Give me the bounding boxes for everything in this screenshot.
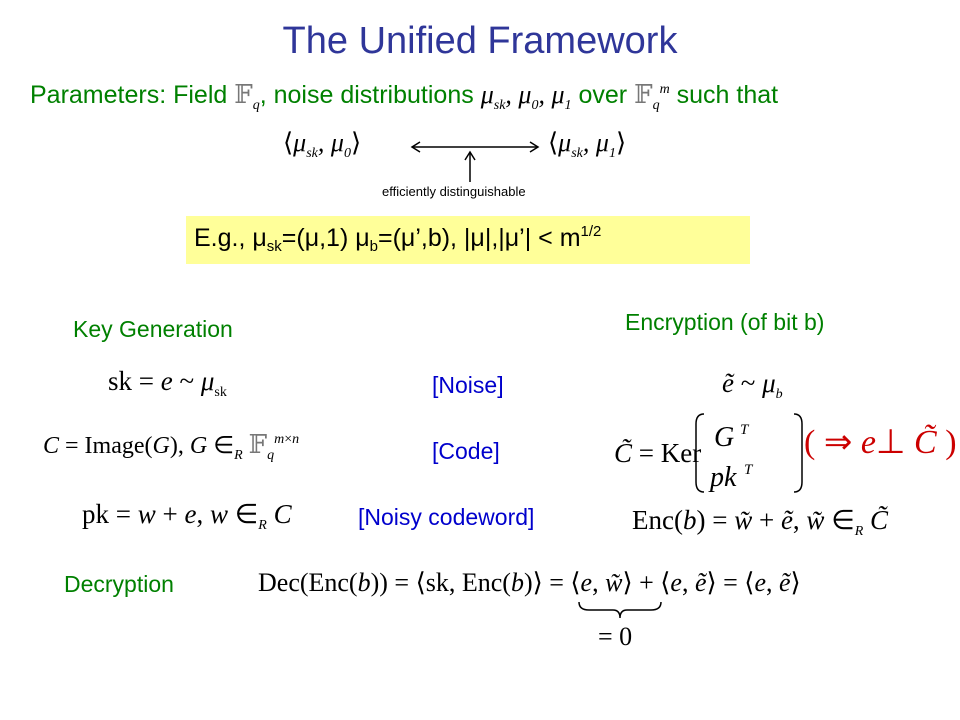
decryption-header: Decryption xyxy=(64,571,174,597)
code-label: [Code] xyxy=(432,438,500,464)
decryption-equation: Dec(Enc(b)) = ⟨sk, Enc(b)⟩ = ⟨e, w̃⟩ + ⟨… xyxy=(258,568,801,597)
parameters-mid: , noise distributions xyxy=(259,81,474,109)
encryption-header: Encryption (of bit b) xyxy=(625,309,825,335)
implication-orthogonal: ( ⇒ e⊥ C̃ ) xyxy=(804,424,957,461)
svg-text:G: G xyxy=(714,422,734,453)
parameters-prefix: Parameters: Field xyxy=(30,81,228,109)
parameters-suffix: such that xyxy=(676,81,779,109)
encryption-code-equation: C̃ = Ker xyxy=(614,438,702,468)
noise-label: [Noise] xyxy=(432,372,504,398)
parameters-over: over xyxy=(578,81,628,109)
example-highlight xyxy=(186,216,750,264)
field-power-symbol: 𝔽qm xyxy=(634,80,670,113)
encryption-kernel-matrix: G T pk T xyxy=(695,413,803,493)
page-title: The Unified Framework xyxy=(282,20,678,62)
key-generation-header: Key Generation xyxy=(73,316,233,342)
svg-text:T: T xyxy=(744,462,754,478)
distribution-pair-left: ⟨μsk, μ0⟩ xyxy=(283,128,362,161)
distribution-pair-right: ⟨μsk, μ1⟩ xyxy=(548,128,627,161)
example-text: E.g., μsk=(μ,1) μb=(μ’,b), |μ|,|μ’| < m1… xyxy=(194,223,602,255)
encryption-noise-equation: ẽ ~ μb xyxy=(722,368,783,402)
noisy-codeword-label: [Noisy codeword] xyxy=(358,504,535,530)
field-symbol: 𝔽q xyxy=(234,80,260,113)
code-equation: C = Image(G), G ∈R 𝔽qm×n xyxy=(43,430,300,463)
parameters-line: Parameters: Field 𝔽q, noise distribution… xyxy=(30,80,778,114)
svg-text:pk: pk xyxy=(708,462,737,493)
encryption-equation: Enc(b) = w̃ + ẽ, w̃ ∈R C̃ xyxy=(632,505,889,539)
underbrace xyxy=(578,601,662,619)
underbrace-equals-zero: = 0 xyxy=(598,622,633,651)
efficiently-distinguishable-label: efficiently distinguishable xyxy=(382,184,526,199)
public-key-equation: pk = w + e, w ∈R C xyxy=(82,499,292,533)
noise-distributions-symbols: μsk, μ0, μ1 xyxy=(480,80,572,113)
svg-text:T: T xyxy=(740,422,750,438)
secret-key-equation: sk = e ~ μsk xyxy=(108,366,227,400)
